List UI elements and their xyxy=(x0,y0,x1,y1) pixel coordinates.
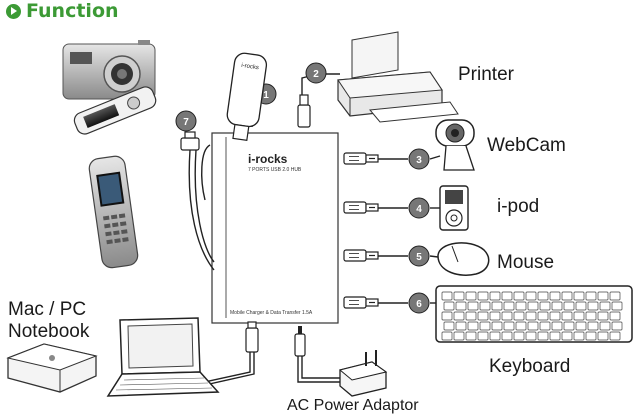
port-circle-1: 7 xyxy=(175,110,197,132)
mac-mini-icon xyxy=(6,343,98,393)
diagram-title: Function xyxy=(26,0,119,22)
svg-text:5: 5 xyxy=(416,252,422,263)
port-circle-3: 2 xyxy=(305,62,327,84)
port-circle-5: 4 xyxy=(408,197,430,219)
svg-text:6: 6 xyxy=(416,299,422,310)
hub-model-text: 7 PORTS USB 2.0 HUB xyxy=(248,167,302,173)
port-circle-4: 3 xyxy=(408,148,430,170)
svg-text:1: 1 xyxy=(263,90,269,101)
mouse-label: Mouse xyxy=(497,252,555,273)
webcam-label: WebCam xyxy=(487,135,566,156)
port-circle-7: 6 xyxy=(408,292,430,314)
svg-text:3: 3 xyxy=(416,155,422,166)
keyboard-icon xyxy=(435,285,633,343)
printer-label: Printer xyxy=(458,64,514,85)
printer-icon xyxy=(337,31,459,123)
webcam-icon xyxy=(435,119,475,171)
svg-text:7: 7 xyxy=(183,117,189,128)
usb-hub: i-rocks 7 PORTS USB 2.0 HUB Mobile Charg… xyxy=(211,132,339,324)
usb-plugs xyxy=(180,94,379,357)
mp3-player-icon xyxy=(73,86,157,135)
camera-icon xyxy=(62,40,156,100)
computer-label: Mac / PC Notebook xyxy=(8,299,90,342)
usb-stick-brand: i-rocks xyxy=(241,63,259,71)
power-adaptor-icon xyxy=(338,350,388,397)
keyboard-label: Keyboard xyxy=(489,356,571,377)
svg-text:4: 4 xyxy=(416,204,422,215)
port-circle-6: 5 xyxy=(408,245,430,267)
ipod-label: i-pod xyxy=(497,196,540,217)
mobile-phone-icon xyxy=(88,155,139,269)
ipod-icon xyxy=(439,185,469,231)
usb-stick-icon: i-rocks xyxy=(226,52,268,142)
hub-brand-text: i-rocks xyxy=(248,152,288,166)
svg-text:2: 2 xyxy=(313,69,319,80)
power-adaptor-label: AC Power Adaptor xyxy=(287,397,419,414)
laptop-icon xyxy=(106,317,220,397)
play-bullet-icon xyxy=(6,4,21,19)
mouse-icon xyxy=(437,242,490,276)
hub-footer-text: Mobile Charger & Data Transfer 1.5A xyxy=(230,310,313,316)
